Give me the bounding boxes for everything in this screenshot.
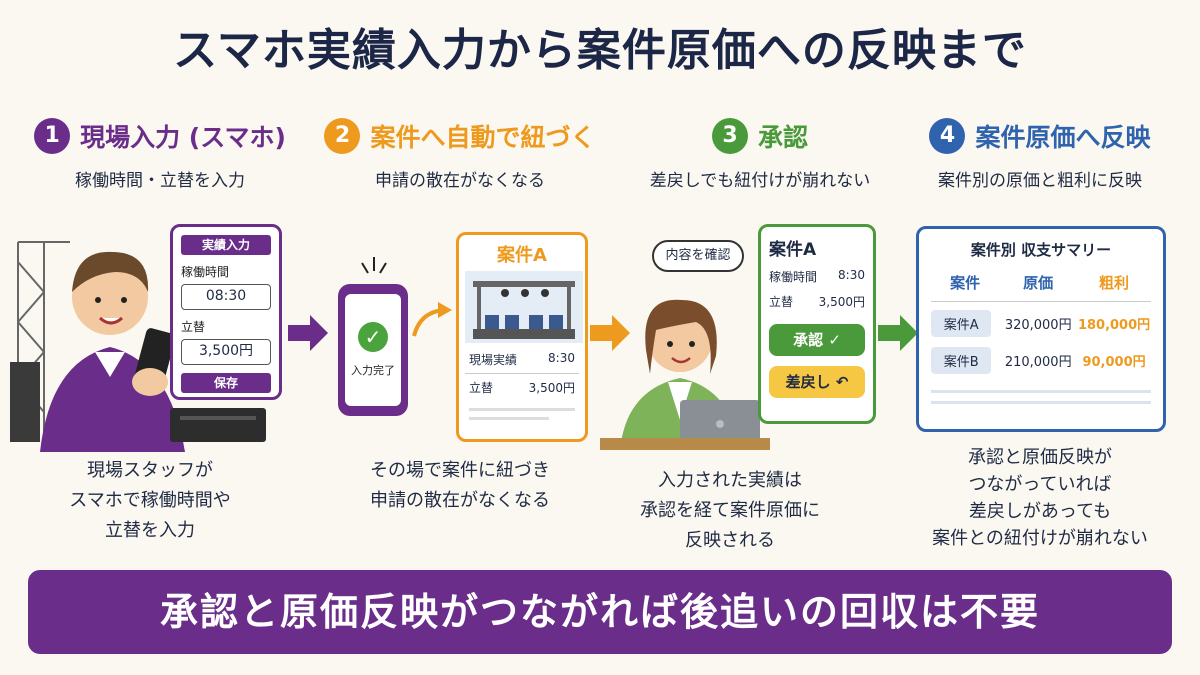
row-profit: 90,000円 <box>1082 355 1146 370</box>
sparkle-icon <box>361 257 387 274</box>
approval-row1-label: 稼働時間 <box>769 270 818 284</box>
step-2-subtitle: 申請の散在がなくなる <box>375 171 545 191</box>
card-row2-value: 3,500円 <box>528 381 575 395</box>
arrow-right-icon <box>878 315 918 351</box>
step-2-title: 案件へ自動で紐づく <box>370 123 596 152</box>
step-2-number: 2 <box>324 118 361 154</box>
step-3-title: 承認 <box>757 123 808 152</box>
check-icon: ✓ <box>828 331 841 349</box>
header-cost: 原価 <box>1023 274 1054 292</box>
step-4-description: 承認と原価反映が つながっていれば 差戻しがあっても 案件との紐付けが崩れない <box>932 447 1148 549</box>
table-row: 案件A 320,000円 180,000円 <box>931 310 1151 337</box>
input-form-card: 実績入力 稼働時間 08:30 立替 3,500円 保存 <box>170 224 282 400</box>
step-4-subtitle: 案件別の原価と粗利に反映 <box>938 171 1142 191</box>
placeholder-line <box>469 417 549 420</box>
summary-title: 案件別 収支サマリー <box>970 241 1112 259</box>
step-4-number: 4 <box>929 118 966 154</box>
approval-row1-value: 8:30 <box>838 268 865 282</box>
expense-field[interactable]: 3,500円 <box>181 339 271 365</box>
step-4-title: 案件原価へ反映 <box>975 123 1151 152</box>
hours-label: 稼働時間 <box>181 265 230 279</box>
table-row: 案件B 210,000円 90,000円 <box>931 347 1151 374</box>
reject-button[interactable]: 差戻し ↶ <box>769 366 865 398</box>
expense-label: 立替 <box>181 320 206 334</box>
step-3-number: 3 <box>711 118 748 154</box>
card-row1-label: 現場実績 <box>469 353 518 367</box>
row-cost: 210,000円 <box>1004 355 1072 370</box>
approve-label: 承認 <box>793 331 824 349</box>
approve-button[interactable]: 承認 ✓ <box>769 324 865 356</box>
summary-card: 案件別 収支サマリー 案件 原価 粗利 案件A 320,000円 180,000… <box>916 226 1166 432</box>
approval-card: 案件A 稼働時間 8:30 立替 3,500円 承認 ✓ 差戻し ↶ <box>758 224 876 424</box>
form-header: 実績入力 <box>181 235 271 255</box>
step-1-title: 現場入力 (スマホ) <box>80 123 286 152</box>
placeholder-line <box>931 390 1151 393</box>
row-project: 案件B <box>931 347 992 374</box>
check-circle-icon: ✓ <box>358 322 388 352</box>
project-card-title: 案件A <box>497 245 547 266</box>
reject-label: 差戻し <box>785 373 831 391</box>
return-icon: ↶ <box>835 373 849 391</box>
speech-bubble: 内容を確認 <box>652 240 744 272</box>
step-4-header: 4 案件原価へ反映 案件別の原価と粗利に反映 <box>900 118 1180 191</box>
step-1-subtitle: 稼働時間・立替を入力 <box>75 171 245 191</box>
step-1-description: 現場スタッフが スマホで稼働時間や 立替を入力 <box>69 460 231 541</box>
approver-illustration <box>600 299 770 450</box>
row-project: 案件A <box>931 310 992 337</box>
row-cost: 320,000円 <box>1004 318 1072 333</box>
save-button[interactable]: 保存 <box>181 373 271 393</box>
arrow-right-icon <box>590 315 630 351</box>
step-2-description: その場で案件に紐づき 申請の散在がなくなる <box>370 460 550 511</box>
approval-card-title: 案件A <box>769 240 817 260</box>
step-3-subtitle: 差戻しでも紐付けが崩れない <box>649 171 871 191</box>
step-1-number: 1 <box>34 118 71 154</box>
step-2-header: 2 案件へ自動で紐づく 申請の散在がなくなる <box>320 118 600 191</box>
step-3-description: 入力された実績は 承認を経て案件原価に 反映される <box>640 470 820 551</box>
equipment-case-icon <box>170 408 266 442</box>
curved-arrow-icon <box>412 302 452 337</box>
approval-row2-value: 3,500円 <box>818 295 865 309</box>
header-project: 案件 <box>950 274 981 292</box>
phone-complete-card: ✓ 入力完了 <box>338 284 408 416</box>
approval-row2-label: 立替 <box>769 295 794 309</box>
placeholder-line <box>469 408 575 411</box>
main-title: スマホ実績入力から案件原価への反映まで <box>173 25 1027 76</box>
row-profit: 180,000円 <box>1077 318 1151 333</box>
card-row1-value: 8:30 <box>548 351 575 365</box>
arrow-right-icon <box>288 315 328 351</box>
phone-complete-text: 入力完了 <box>351 364 395 377</box>
bottom-banner: 承認と原価反映がつながれば後追いの回収は不要 <box>28 570 1172 654</box>
placeholder-line <box>931 401 1151 404</box>
step-1-header: 1 現場入力 (スマホ) 稼働時間・立替を入力 <box>20 118 300 191</box>
header-profit: 粗利 <box>1099 274 1130 292</box>
project-card-a: 案件A 現場実績 8:30 立替 3,500円 <box>456 232 588 442</box>
stage-icon <box>465 271 583 343</box>
card-row2-label: 立替 <box>469 381 494 395</box>
step-3-header: 3 承認 差戻しでも紐付けが崩れない <box>620 118 900 191</box>
hours-field[interactable]: 08:30 <box>181 284 271 310</box>
staff-illustration <box>10 241 185 452</box>
